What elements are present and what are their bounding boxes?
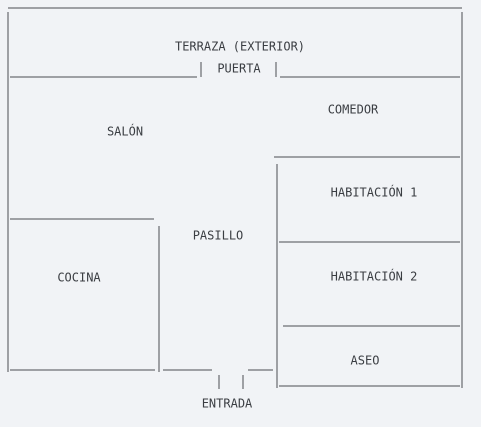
cocina-label: COCINA: [57, 271, 101, 285]
entrada-label: ENTRADA: [202, 397, 253, 411]
habitacion1-label: HABITACIÓN 1: [331, 185, 418, 200]
comedor-label: COMEDOR: [328, 103, 379, 117]
terraza-label: TERRAZA (EXTERIOR): [175, 40, 305, 54]
pasillo-label: PASILLO: [193, 229, 244, 243]
aseo-label: ASEO: [351, 354, 380, 368]
puerta-label: PUERTA: [217, 62, 261, 76]
salon-label: SALÓN: [107, 124, 143, 139]
habitacion2-label: HABITACIÓN 2: [331, 269, 418, 284]
